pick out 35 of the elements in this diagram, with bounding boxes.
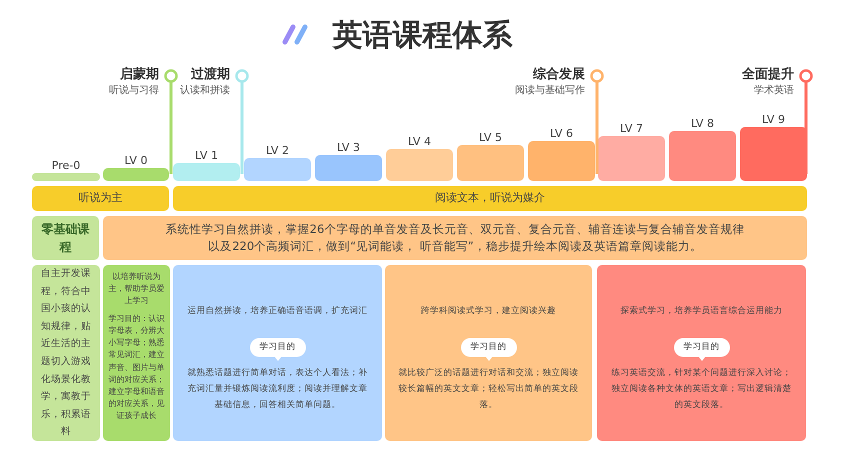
stage-card	[385, 265, 592, 441]
level-label: LV 0	[124, 154, 148, 167]
stage-title: 综合发展	[532, 66, 585, 84]
stage-subtitle: 阅读与基础写作	[515, 84, 585, 98]
level-label: LV 2	[265, 144, 290, 157]
stage-subtitle: 学术英语	[753, 84, 794, 98]
card-text: 练习英语交流，针对某个问题进行深入讨论；独立阅读各种文体的英语文章；写出逻辑清楚的英文段落。	[610, 366, 792, 412]
stage-card	[173, 265, 382, 441]
stage-subtitle: 认读和拼读	[180, 84, 230, 98]
stage-card: 自主开发课程，符合中国小孩的认知规律，贴近生活的主题切入游戏化场景化教学，寓教于乐，积累语料	[32, 265, 100, 441]
stage-subtitle: 听说与习得	[109, 84, 159, 98]
band-bar: 阅读文本，听说为媒介	[173, 186, 807, 211]
level-label: LV 3	[336, 141, 361, 154]
card-text: 就比较广泛的话题进行对话和交流；独立阅读较长篇幅的英文文章；轻松写出简单的英文段落。	[398, 366, 580, 412]
stage-title: 启蒙期	[119, 66, 159, 84]
description-panel: 系统性学习自然拼读，掌握26个字母的单音发音及长元音、双元音、复合元音、辅音连读与复合辅音发音规律以及220个高频词汇，做到“见词能读， 听音能写”，稳步提升绘本阅读及英语篇章阅读能力。	[103, 216, 807, 260]
stage-card	[103, 265, 170, 441]
card-text: 探索式学习，培养学员语言综合运用能力	[620, 305, 784, 318]
level-label: LV 6	[549, 127, 574, 140]
level-label: LV 4	[407, 135, 432, 148]
level-label: LV 5	[478, 131, 503, 144]
level-label: LV 7	[619, 122, 644, 135]
page-title: 英语课程体系	[332, 18, 512, 53]
level-label: LV 1	[194, 149, 219, 162]
stage-title: 过渡期	[190, 66, 230, 84]
course-label: 零基础课程	[32, 216, 99, 260]
card-text: 运用自然拼读，培养正确语音语调，扩充词汇	[186, 305, 368, 318]
level-label: LV 8	[690, 117, 715, 130]
level-label: LV 9	[761, 113, 786, 126]
card-text: 就熟悉话题进行简单对话，表达个人看法；补充词汇量并锻炼阅读流利度；阅读并理解文章基础信息，回答相关简单问题。	[186, 367, 368, 412]
card-text: 跨学科阅读式学习，建立阅读兴趣	[420, 305, 557, 318]
stage-title: 全面提升	[742, 66, 794, 84]
band-bar: 听说为主	[32, 186, 169, 211]
level-label: Pre-0	[50, 159, 82, 172]
stage-card	[597, 265, 806, 441]
